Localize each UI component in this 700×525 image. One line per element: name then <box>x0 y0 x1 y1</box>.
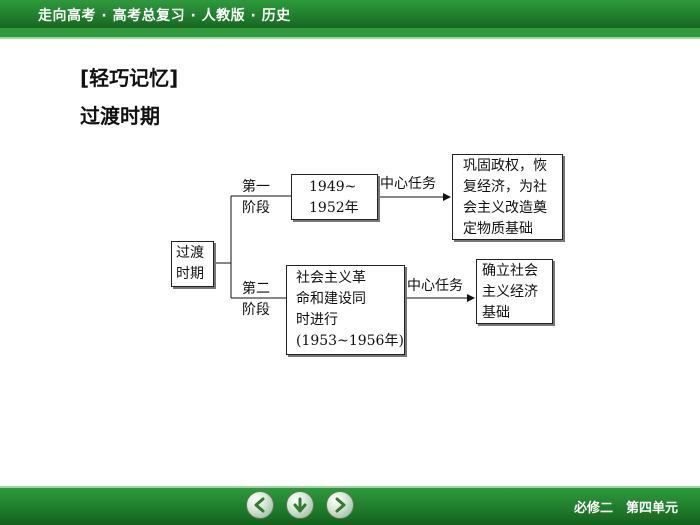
header-bar: 走向高考 · 高考总复习 · 人教版 · 历史 <box>0 0 700 28</box>
stage2-period-line-2: 命和建设同 <box>296 291 366 307</box>
stage2-task-line-1: 确立社会 <box>482 263 538 279</box>
stage2-task-line-3: 基础 <box>482 305 510 321</box>
stage1-arrow-label-text: 中心任务 <box>380 176 436 192</box>
previous-icon <box>254 497 265 513</box>
next-button[interactable] <box>326 491 354 519</box>
previous-button[interactable] <box>246 491 274 519</box>
footer-stripe-light <box>0 486 700 488</box>
stage2-label-line-2: 阶段 <box>242 302 270 318</box>
stage2-period-box: 社会主义革 命和建设同 时进行 (1953~1956年) <box>286 265 405 355</box>
down-button[interactable] <box>286 491 314 519</box>
header-stripe <box>0 28 700 37</box>
section-subheading: 过渡时期 <box>80 104 160 128</box>
stage1-label-line-2: 阶段 <box>242 200 270 216</box>
stage1-task-line-3: 会主义改造奠 <box>463 200 547 216</box>
stage1-period-line-1: 1949~ <box>309 179 357 195</box>
footer-text: 必修二 第四单元 <box>573 501 678 516</box>
stage2-label: 第二 阶段 <box>242 279 270 321</box>
stage2-label-line-1: 第二 <box>242 281 270 297</box>
stage1-task-line-1: 巩固政权，恢 <box>463 158 547 174</box>
stage1-label-line-1: 第一 <box>242 179 270 195</box>
stage2-task-box: 确立社会 主义经济 基础 <box>476 259 553 324</box>
stage2-arrow-label: 中心任务 <box>407 276 463 297</box>
stage1-period-box: 1949~ 1952年 <box>291 174 378 220</box>
stage2-period-line-4: (1953~1956年) <box>296 333 404 349</box>
stage1-task-box: 巩固政权，恢 复经济，为社 会主义改造奠 定物质基础 <box>452 154 563 240</box>
stage1-label: 第一 阶段 <box>242 177 270 219</box>
root-line-2: 时期 <box>176 266 204 282</box>
root-line-1: 过渡 <box>176 245 204 261</box>
stage1-task-line-4: 定物质基础 <box>463 221 533 237</box>
header-stripe-light <box>0 37 700 39</box>
stage2-task-line-2: 主义经济 <box>482 284 538 300</box>
stage2-period-line-3: 时进行 <box>296 312 338 328</box>
next-icon <box>335 497 346 513</box>
root-box: 过渡 时期 <box>171 241 214 287</box>
stage2-arrow-label-text: 中心任务 <box>407 278 463 294</box>
section-heading: [轻巧记忆] <box>80 66 179 90</box>
stage2-period-line-1: 社会主义革 <box>296 270 366 286</box>
header-title: 走向高考 · 高考总复习 · 人教版 · 历史 <box>38 8 291 24</box>
down-icon <box>293 497 307 513</box>
stage1-period-line-2: 1952年 <box>309 200 359 216</box>
stage1-arrow-label: 中心任务 <box>380 174 436 195</box>
stage1-task-line-2: 复经济，为社 <box>463 179 547 195</box>
